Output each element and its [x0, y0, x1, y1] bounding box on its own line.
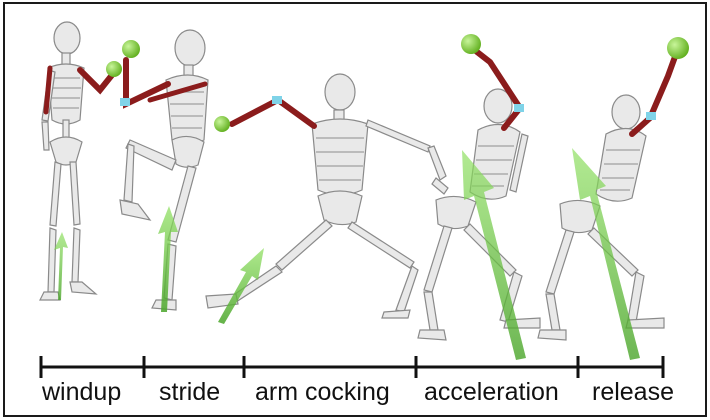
acceleration-ball	[461, 34, 481, 54]
windup-ball	[106, 61, 122, 77]
phase-label-arm-cocking: arm cocking	[255, 378, 390, 406]
stride-ball	[122, 40, 140, 58]
phase-label-acceleration: acceleration	[424, 378, 559, 406]
phase-label-stride: stride	[159, 378, 220, 406]
release-ball	[667, 37, 689, 59]
arm-cocking-ball	[214, 116, 230, 132]
phase-label-release: release	[592, 378, 674, 406]
phase-label-windup: windup	[41, 378, 121, 406]
